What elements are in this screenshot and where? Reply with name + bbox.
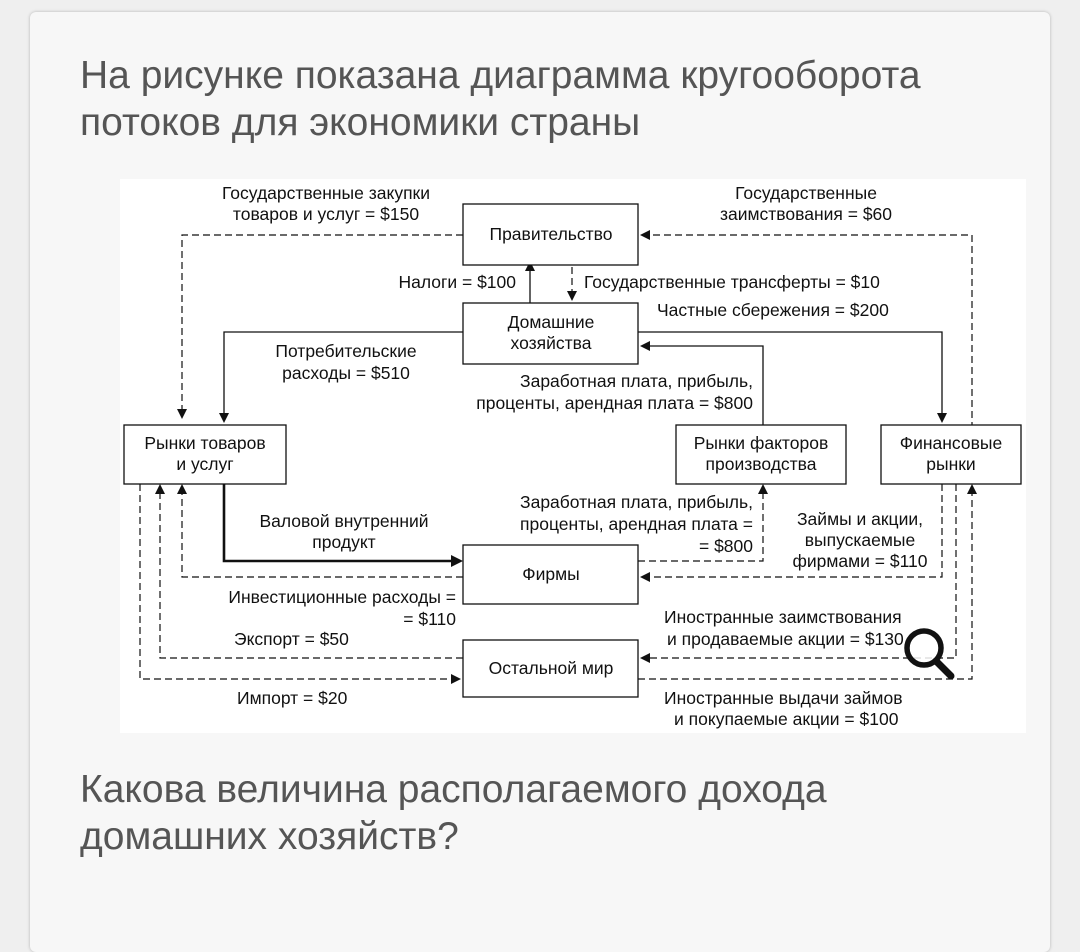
consumer-spending-line [223,331,463,415]
firm-loans-line [648,484,943,578]
goods-market-label: и услуг [176,454,233,474]
factor-market-label: производства [706,454,817,474]
goods-market-box: Рынки товаров и услуг [123,424,287,485]
rest-of-world-box: Остальной мир [462,639,639,698]
households-label: хозяйства [511,333,592,353]
gov-purchases-line [181,234,463,411]
investment-label: = $110 [403,609,456,629]
taxes-label: Налоги = $100 [398,272,516,292]
consumer-spending-label: Потребительские [275,341,416,361]
private-savings-line [638,331,943,415]
gdp-label: продукт [312,532,375,552]
private-savings-arrowhead [937,413,947,423]
firm-loans-label: фирмами = $110 [792,551,927,571]
factor-income-firms-arrowhead [758,484,768,494]
factor-income-firms-label: проценты, арендная плата = [520,514,753,534]
gov-borrowing-arrowhead [640,230,650,240]
exports-label: Экспорт = $50 [234,629,349,649]
exports-line [159,492,463,659]
question-ask: Какова величина располагаемого дохода до… [80,766,1040,860]
factor-income-firms-line [638,492,764,562]
rest-of-world-label: Остальной мир [489,658,614,678]
private-savings-label: Частные сбережения = $200 [657,300,889,320]
factor-income-firms-label: = $800 [699,536,753,556]
foreign-lending-label: Иностранные выдачи займов [664,688,903,708]
gdp-arrowhead [451,555,463,567]
transfers-arrowhead [567,291,577,301]
firm-loans-arrowhead [640,572,650,582]
gov-borrowing-line [648,234,973,484]
investment-line [181,492,463,578]
question-ask-line: Какова величина располагаемого дохода [80,768,827,811]
foreign-borrowing-arrowhead [640,653,650,663]
foreign-lending-arrowhead [967,484,977,494]
firm-loans-label: выпускаемые [805,530,916,550]
government-box: Правительство [462,203,639,266]
gov-borrowing-label: заимствования = $60 [720,204,892,224]
firms-label: Фирмы [522,564,579,584]
factor-market-box: Рынки факторов производства [675,424,847,485]
question-intro-line: На рисунке показана диаграмма кругооборо… [80,54,921,97]
circular-flow-diagram[interactable]: Правительство Домашние хозяйства Рынки т… [120,179,1026,733]
factor-income-firms-label: Заработная плата, прибыль, [520,492,753,512]
consumer-spending-arrowhead [219,413,229,423]
diagram-canvas: Правительство Домашние хозяйства Рынки т… [123,183,1022,729]
goods-market-label: Рынки товаров [144,433,265,453]
imports-label: Импорт = $20 [237,688,348,708]
firms-box: Фирмы [462,544,639,605]
gdp-label: Валовой внутренний [259,511,428,531]
gov-purchases-arrowhead [177,409,187,419]
magnifier-icon[interactable] [904,628,955,680]
factor-market-label: Рынки факторов [694,433,829,453]
gov-purchases-label: товаров и услуг = $150 [233,204,419,224]
gdp-flow-line [222,484,453,563]
foreign-lending-line [638,492,973,680]
households-label: Домашние [508,312,595,332]
imports-arrowhead [451,674,461,684]
exports-arrowhead [155,484,165,494]
financial-market-label: рынки [926,454,975,474]
financial-market-box: Финансовые рынки [880,424,1022,485]
investment-label: Инвестиционные расходы = [228,587,456,607]
firm-loans-label: Займы и акции, [797,509,923,529]
consumer-spending-label: расходы = $510 [282,363,410,383]
question-ask-line: домашних хозяйств? [80,815,459,858]
foreign-borrowing-line [648,484,957,659]
question-intro-line: потоков для экономики страны [80,101,641,144]
financial-market-label: Финансовые [900,433,1002,453]
households-box: Домашние хозяйства [462,302,639,365]
taxes-arrowhead [525,261,535,271]
question-intro: На рисунке показана диаграмма кругооборо… [80,52,1040,146]
gov-borrowing-label: Государственные [735,183,877,203]
foreign-lending-label: и покупаемые акции = $100 [674,709,899,729]
gov-purchases-label: Государственные закупки [222,183,430,203]
factor-income-households-label: Заработная плата, прибыль, [520,371,753,391]
factor-income-households-arrowhead [640,341,650,351]
foreign-borrowing-label: Иностранные заимствования [664,607,902,627]
transfers-label: Государственные трансферты = $10 [584,272,880,292]
government-label: Правительство [489,224,612,244]
factor-income-households-line [648,345,764,425]
foreign-borrowing-label: и продаваемые акции = $130 [667,629,904,649]
investment-arrowhead [177,484,187,494]
factor-income-households-label: проценты, арендная плата = $800 [476,393,753,413]
